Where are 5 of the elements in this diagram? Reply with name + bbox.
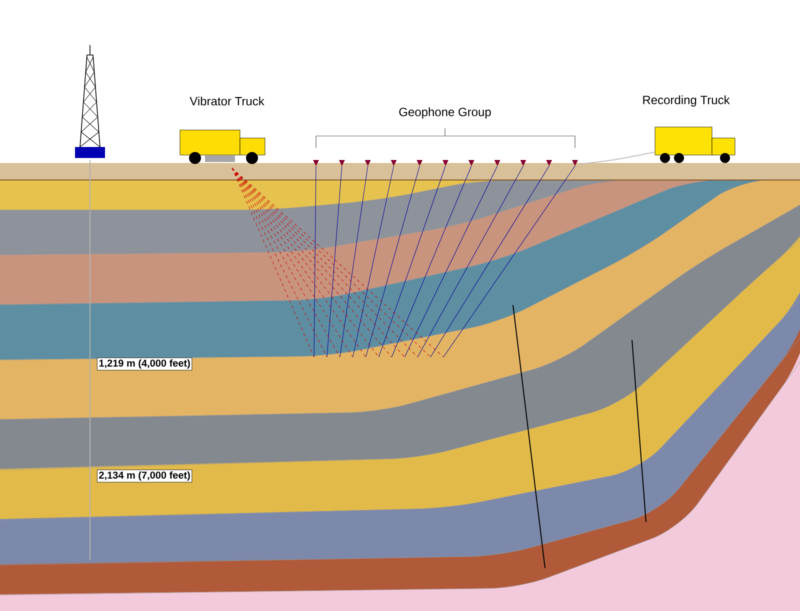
label: Vibrator Truck [190, 96, 264, 106]
label: Geophone Group [399, 107, 491, 119]
depth-label: 1,219 m (4,000 feet) [97, 358, 192, 370]
label: Recording Truck [643, 95, 730, 107]
depth-label: 2,134 m (7,000 feet) [97, 470, 192, 482]
